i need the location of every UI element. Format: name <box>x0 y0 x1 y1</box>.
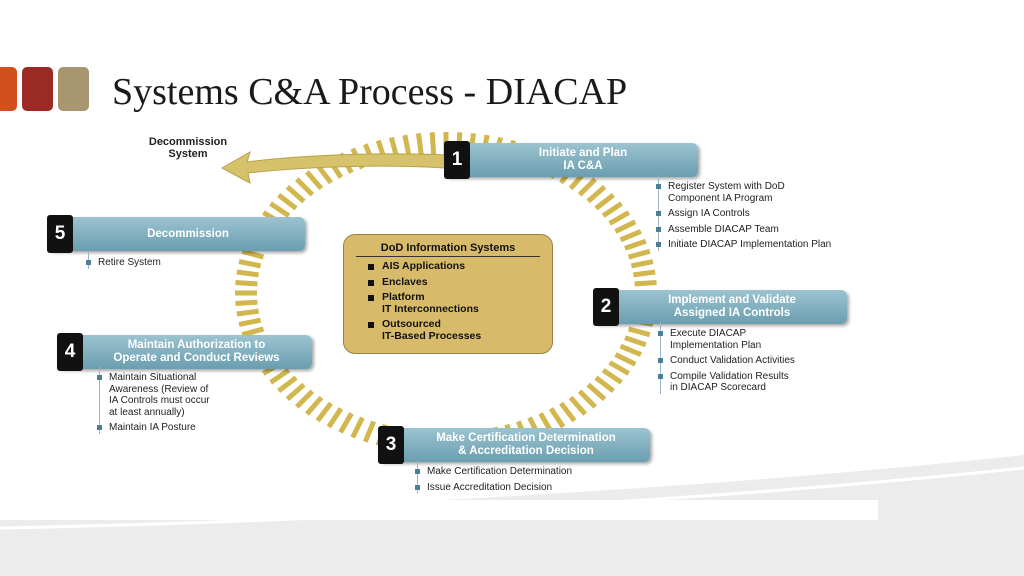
ring-spoke <box>568 395 588 416</box>
center-item: Enclaves <box>368 276 481 289</box>
stage-5-tasks: Retire System <box>84 251 161 273</box>
ring-spoke <box>235 299 258 307</box>
dod-information-systems-box: DoD Information Systems AIS Applications… <box>343 234 553 354</box>
task-item: Retire System <box>84 257 161 269</box>
ring-spoke <box>608 360 630 376</box>
ring-spoke <box>285 184 306 204</box>
stage-label: Implement and Validate Assigned IA Contr… <box>668 294 796 319</box>
stage-number: 1 <box>444 141 470 179</box>
task-item: Make Certification Determination <box>413 466 572 478</box>
accent-square-tan <box>58 67 89 111</box>
stage-4-box: 4 Maintain Authorization to Operate and … <box>57 333 312 371</box>
center-divider <box>356 256 540 257</box>
center-title: DoD Information Systems <box>380 242 516 254</box>
decommission-arrow <box>220 150 451 184</box>
ring-spoke <box>594 193 615 211</box>
center-item: Platform IT Interconnections <box>368 291 481 315</box>
ring-spoke <box>614 352 637 367</box>
stage-1-tasks: Register System with DoD Component IA Pr… <box>654 175 831 255</box>
task-item: Register System with DoD Component IA Pr… <box>654 181 831 204</box>
task-item: Assemble DIACAP Team <box>654 224 831 236</box>
ring-spoke <box>624 335 647 348</box>
ring-spoke <box>627 248 651 260</box>
ring-spoke <box>269 368 291 385</box>
stage-number: 3 <box>378 426 404 464</box>
stage-1-box: 1 Initiate and Plan IA C&A <box>444 141 698 179</box>
ring-spoke <box>634 279 657 287</box>
stage-3-tasks: Make Certification Determination Issue A… <box>413 460 572 497</box>
ring-spoke <box>295 389 315 409</box>
task-item: Issue Accreditation Decision <box>413 482 572 494</box>
ring-spoke <box>338 412 354 434</box>
stage-2-tasks: Execute DIACAP Implementation Plan Condu… <box>656 322 795 398</box>
task-item: Execute DIACAP Implementation Plan <box>656 328 795 351</box>
task-item: Initiate DIACAP Implementation Plan <box>654 239 831 251</box>
ring-spoke <box>614 219 637 234</box>
ring-spoke <box>362 420 376 443</box>
ring-spoke <box>577 177 597 197</box>
ring-spoke <box>241 248 265 260</box>
ring-spoke <box>619 343 642 357</box>
center-item: Outsourced IT-Based Processes <box>368 318 481 342</box>
ring-spoke <box>429 132 437 155</box>
ring-spoke <box>235 279 258 287</box>
decommission-system-label: Decommission System <box>148 136 228 160</box>
ring-spoke <box>277 375 298 393</box>
ring-spoke <box>624 238 647 251</box>
ring-spoke <box>326 407 344 429</box>
ring-spoke <box>627 326 651 338</box>
stage-label: Initiate and Plan IA C&A <box>538 147 628 172</box>
task-item: Conduct Validation Activities <box>656 355 795 367</box>
stage-number: 2 <box>593 288 619 326</box>
accent-square-red <box>22 67 53 111</box>
ring-spoke <box>577 389 597 409</box>
ring-spoke <box>633 269 656 278</box>
stage-label: Maintain Authorization to Operate and Co… <box>113 339 280 364</box>
ring-spoke <box>295 177 315 197</box>
ring-spoke <box>285 382 306 402</box>
ring-spoke <box>402 134 412 158</box>
ring-spoke <box>241 326 265 338</box>
ring-spoke <box>304 395 324 416</box>
task-item: Assign IA Controls <box>654 208 831 220</box>
task-item: Maintain Situational Awareness (Review o… <box>95 372 210 418</box>
slide-title: Systems C&A Process - DIACAP <box>112 71 628 113</box>
ring-spoke <box>315 401 333 423</box>
ring-spoke <box>548 407 566 429</box>
ring-spoke <box>608 210 630 226</box>
stage-4-tasks: Maintain Situational Awareness (Review o… <box>95 366 210 438</box>
stage-2-box: 2 Implement and Validate Assigned IA Con… <box>593 288 847 326</box>
stage-5-box: 5 Decommission <box>47 215 305 253</box>
ring-spoke <box>586 382 607 402</box>
ring-spoke <box>238 259 262 269</box>
ring-spoke <box>315 163 333 185</box>
ring-spoke <box>238 317 262 327</box>
stage-number: 4 <box>57 333 83 371</box>
ring-spoke <box>586 184 607 204</box>
ring-spoke <box>236 269 259 278</box>
stage-number: 5 <box>47 215 73 253</box>
ring-spoke <box>236 308 259 317</box>
ring-spoke <box>415 133 424 156</box>
stage-3-box: 3 Make Certification Determination & Acc… <box>378 426 650 464</box>
ring-spoke <box>619 229 642 243</box>
ring-spoke <box>559 401 577 423</box>
ring-spoke <box>630 259 654 269</box>
accent-square-orange <box>0 67 17 111</box>
task-item: Maintain IA Posture <box>95 422 210 434</box>
center-list: AIS Applications Enclaves Platform IT In… <box>368 260 481 346</box>
ring-spoke <box>601 201 623 218</box>
stage-label: Decommission <box>147 227 229 240</box>
center-item: AIS Applications <box>368 260 481 273</box>
ring-spoke <box>304 170 324 191</box>
stage-label: Make Certification Determination & Accre… <box>436 432 616 457</box>
ring-spoke <box>269 201 291 218</box>
ring-spoke <box>277 193 298 211</box>
ring-spoke <box>594 375 615 393</box>
task-item: Compile Validation Results in DIACAP Sco… <box>656 371 795 394</box>
ring-spoke <box>350 416 365 439</box>
ring-spoke <box>601 368 623 385</box>
